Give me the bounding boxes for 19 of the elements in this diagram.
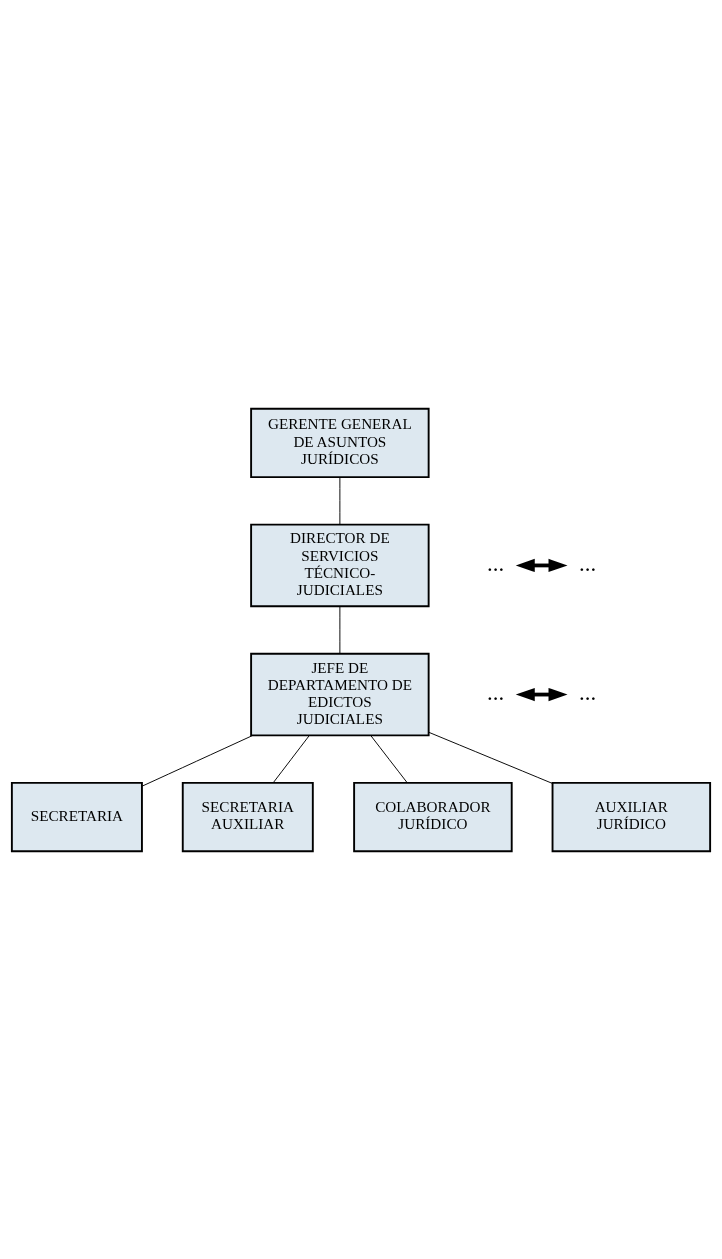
node-text: ... <box>487 679 505 705</box>
arrow <box>515 558 568 572</box>
node-text: ... <box>579 679 597 705</box>
node-box: SECRETARIA <box>10 781 143 852</box>
node-text: ... <box>579 550 597 576</box>
node-box: SECRETARIA AUXILIAR <box>181 781 314 852</box>
connector <box>141 734 254 787</box>
connector <box>339 476 341 525</box>
node-box: COLABORADOR JURÍDICO <box>353 781 513 852</box>
node-box: GERENTE GENERAL DE ASUNTOS JURÍDICOS <box>250 407 430 478</box>
connector <box>370 734 408 783</box>
node-box: JEFE DE DEPARTAMENTO DE EDICTOS JUDICIALES <box>250 652 430 736</box>
connector <box>428 731 553 784</box>
node-box: AUXILIAR JURÍDICO <box>551 781 712 852</box>
node-box: DIRECTOR DE SERVICIOS TÉCNICO-JUDICIALES <box>250 523 430 607</box>
connector <box>272 734 310 783</box>
connector <box>339 605 341 654</box>
node-text: ... <box>487 550 505 576</box>
arrow <box>515 687 568 701</box>
